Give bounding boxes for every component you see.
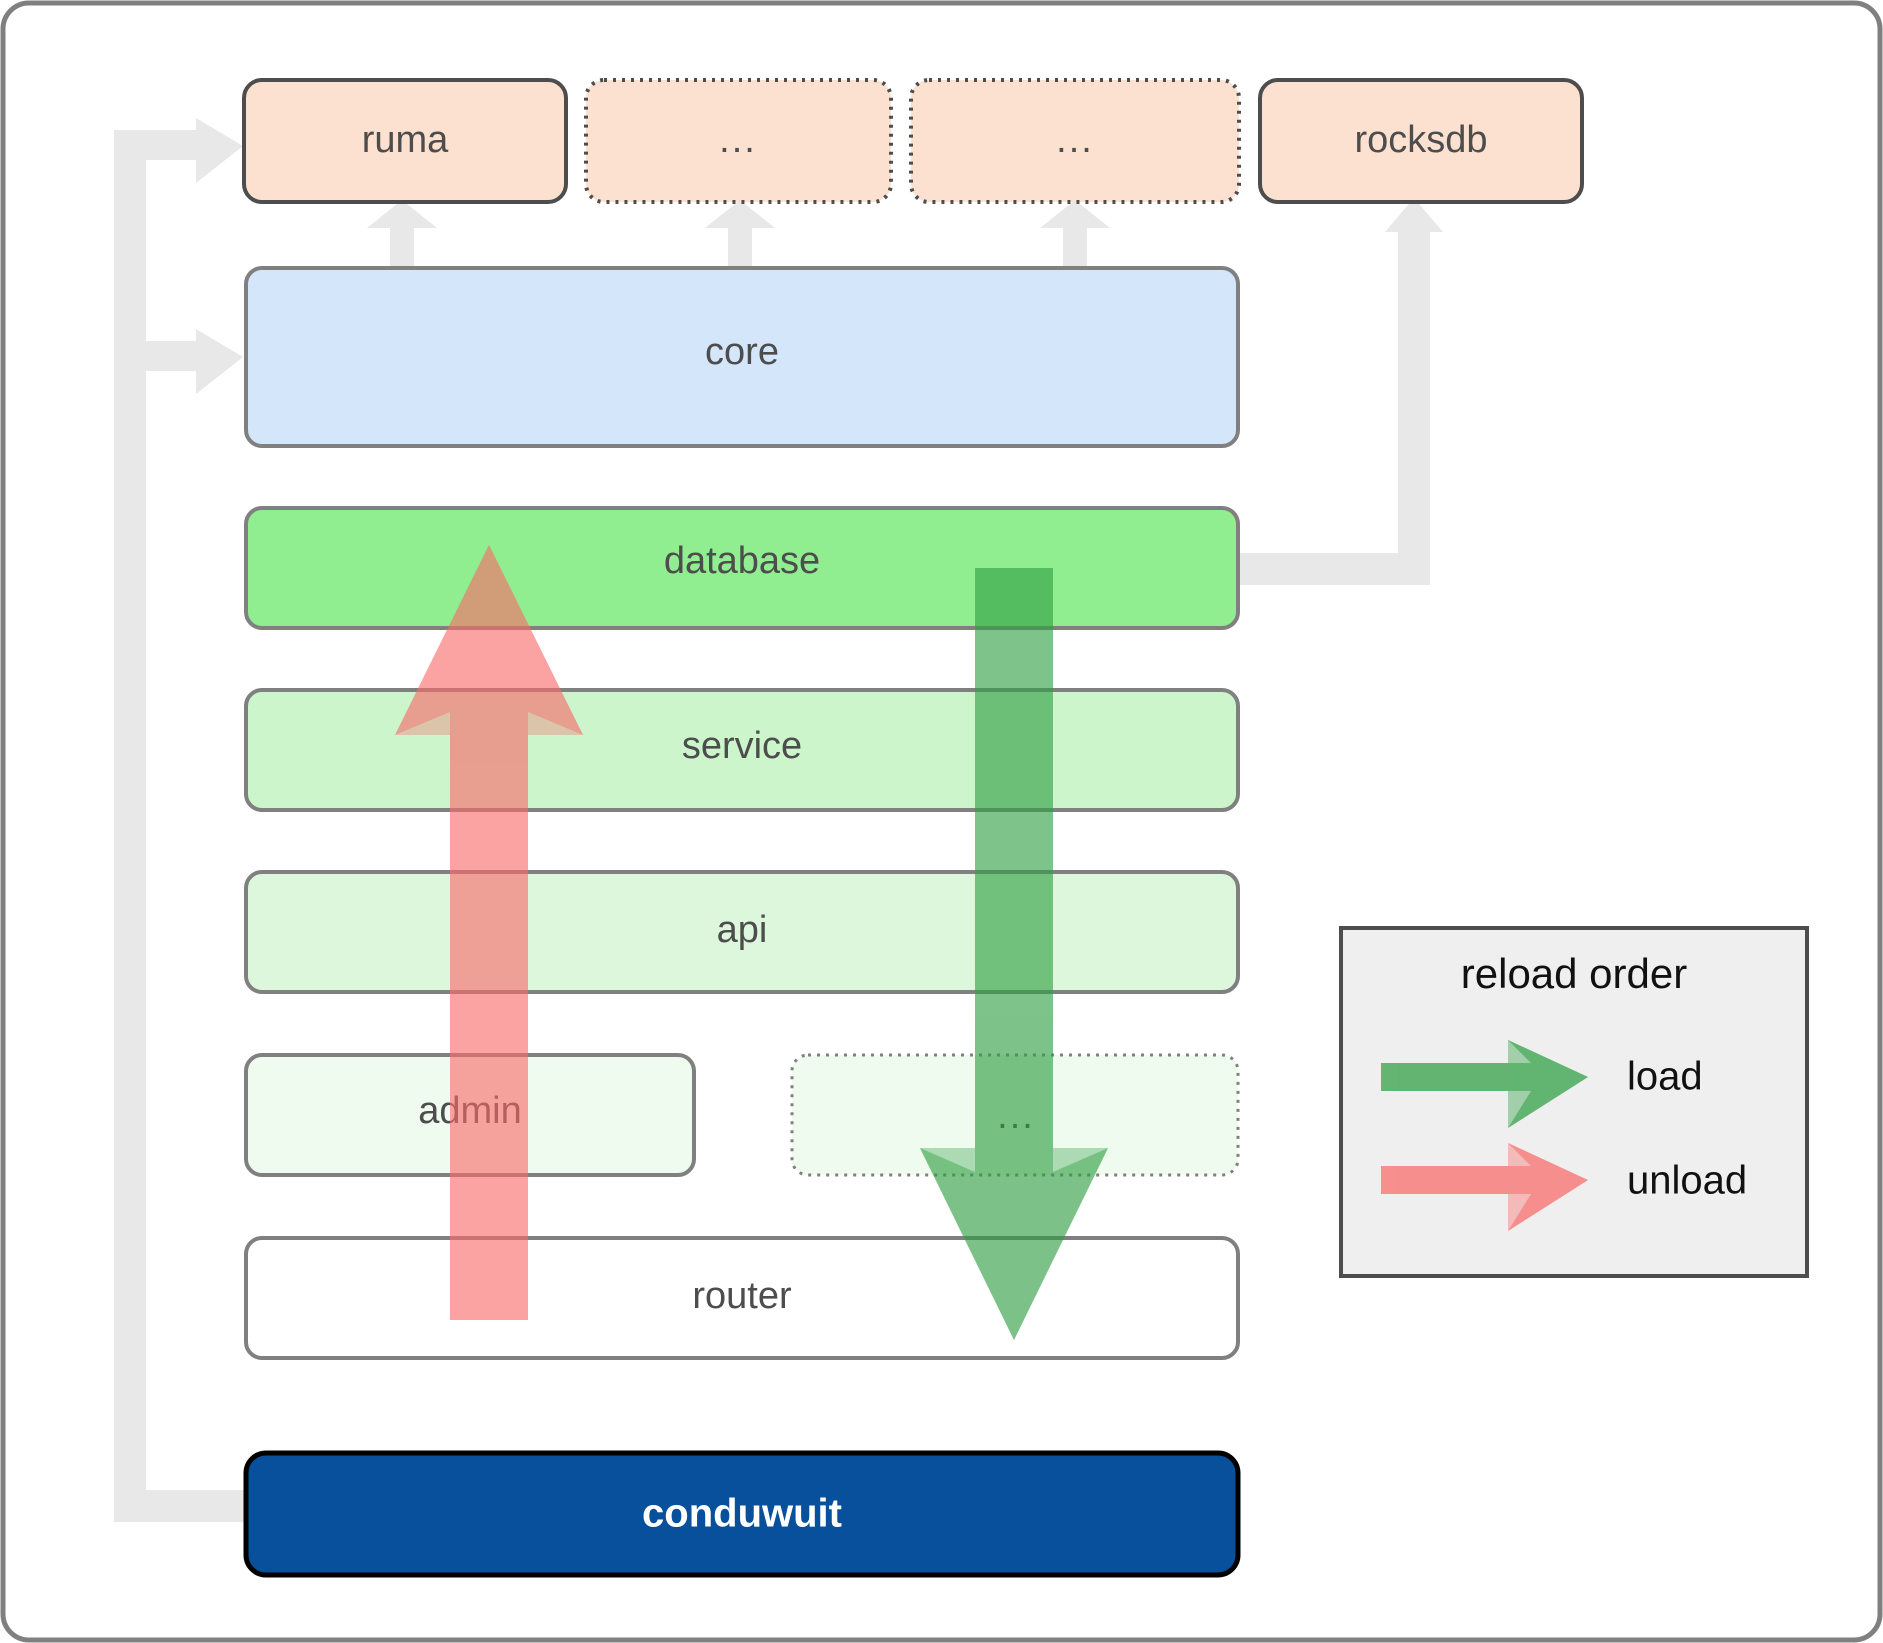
layer-box-core-shape	[244, 266, 1240, 448]
load-arrow-down	[920, 568, 1108, 1340]
connector-database-to-rocksdb	[1232, 198, 1443, 585]
layer-box-database-label: database	[664, 540, 820, 582]
layer-box-api[interactable]: api	[244, 870, 1240, 994]
load-arrow-head-inner	[920, 1148, 1108, 1340]
layer-box-service-label: service	[682, 725, 802, 767]
external-box-placeholder-1[interactable]: ...	[584, 78, 893, 204]
layer-box-core-label: core	[705, 331, 779, 373]
external-box-ruma[interactable]: ruma	[242, 78, 568, 204]
connector-spine-left	[114, 130, 146, 1522]
load-arrow-head	[920, 1140, 1108, 1340]
external-box-placeholder-2-label: ...	[1056, 119, 1094, 161]
legend-load-arrow-icon	[1381, 1040, 1588, 1128]
connector-to-conduwuit	[114, 1490, 246, 1522]
load-arrow-shaft	[975, 568, 1053, 1238]
connector-arrowhead-core	[196, 329, 243, 394]
layer-box-api-label: api	[717, 909, 768, 951]
legend-panel-shape	[1339, 926, 1809, 1278]
layer-box-router-label: router	[692, 1275, 792, 1317]
legend-item-unload-label: unload	[1627, 1159, 1747, 1203]
layer-box-database[interactable]: database	[244, 506, 1240, 630]
external-box-placeholder-2-shape	[909, 78, 1241, 204]
root-box-conduwuit-shape	[243, 1450, 1241, 1578]
external-box-placeholder-1-shape	[584, 78, 893, 204]
connector-arrowhead-ruma	[196, 118, 243, 183]
external-box-rocksdb-shape	[1258, 78, 1584, 204]
external-box-ruma-label: ruma	[362, 119, 449, 161]
legend-unload-arrow-icon	[1381, 1143, 1588, 1231]
unload-arrow-up	[395, 545, 583, 1320]
external-box-rocksdb[interactable]: rocksdb	[1258, 78, 1584, 204]
external-box-ruma-shape	[242, 78, 568, 204]
unload-arrow-head	[395, 545, 583, 742]
legend-item-load-label: load	[1627, 1055, 1703, 1099]
legend-item-unload: unload	[1381, 1143, 1747, 1231]
external-box-rocksdb-label: rocksdb	[1354, 119, 1487, 161]
legend-item-load: load	[1381, 1040, 1703, 1128]
layer-box-router[interactable]: router	[244, 1236, 1240, 1360]
unload-arrow-head-inner	[395, 545, 583, 735]
root-box-conduwuit[interactable]: conduwuit	[243, 1450, 1241, 1578]
external-crates-row: ruma ... ... rocksdb	[242, 78, 1584, 204]
unload-arrow-shaft	[450, 660, 528, 1320]
layer-box-service[interactable]: service	[244, 688, 1240, 812]
root-box-conduwuit-label: conduwuit	[642, 1492, 842, 1536]
legend-title: reload order	[1461, 950, 1687, 997]
legend-panel: reload order load unload	[1339, 926, 1809, 1278]
layer-box-core[interactable]: core	[244, 266, 1240, 448]
external-box-placeholder-1-label: ...	[719, 119, 757, 161]
external-box-placeholder-2[interactable]: ...	[909, 78, 1241, 204]
